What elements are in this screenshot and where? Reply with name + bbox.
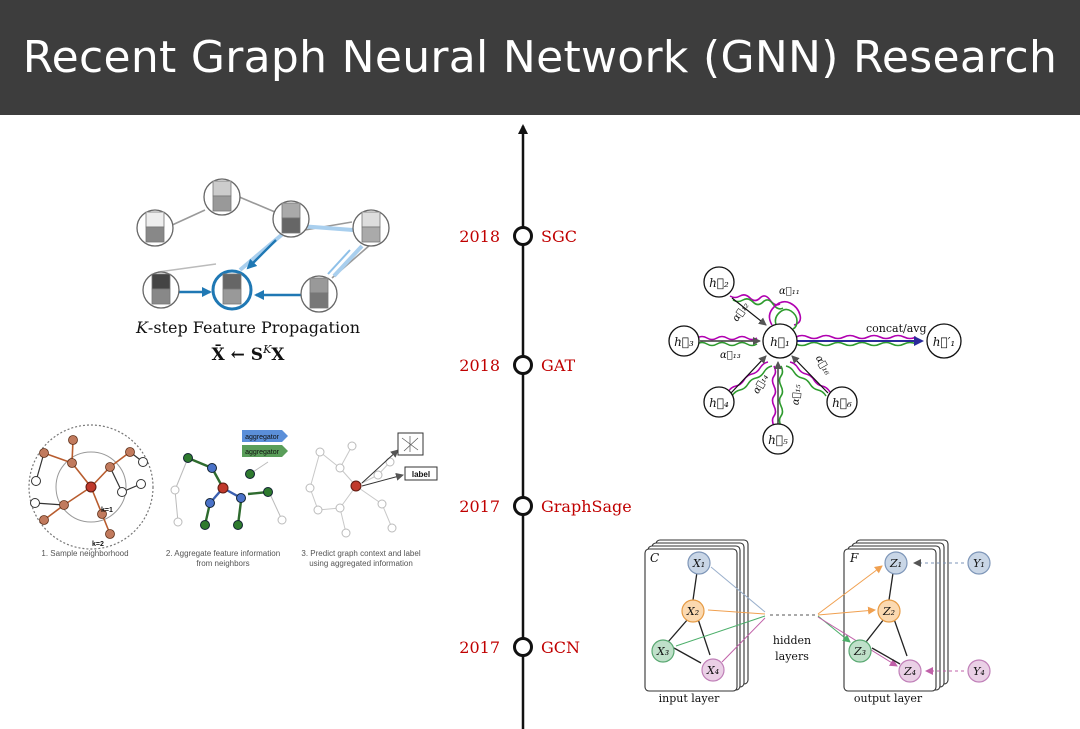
sgc-node	[203, 178, 241, 216]
step2-caption-2: from neighbors	[196, 559, 249, 568]
timeline-model: GraphSage	[541, 497, 632, 516]
timeline-year: 2017	[459, 638, 500, 657]
timeline-year: 2017	[459, 497, 500, 516]
graphsage-panel-predict: label 3. Predict graph context and label…	[301, 432, 438, 568]
gcn-hidden-label-1: hidden	[773, 634, 811, 647]
gat-alpha-15: α⃗₁₅	[791, 384, 804, 406]
gcn-output-layer-label: output layer	[854, 692, 923, 705]
gcn-input-layer-label: input layer	[659, 692, 720, 705]
sgc-node	[352, 209, 390, 247]
gat-node-output: h⃗′₁	[933, 335, 955, 349]
label-box: label	[404, 466, 438, 481]
gcn-diagram: C F	[644, 539, 991, 705]
timeline-item-gcn: 2017 GCN	[459, 637, 580, 657]
sgc-node	[300, 275, 338, 313]
aggregator-arrow-2: aggregator	[242, 445, 288, 457]
graphsage-panel-sample: k=1 k=2 1. Sample neighborhood	[28, 424, 154, 558]
gat-node-h2: h⃗₂	[709, 276, 729, 290]
k2-label: k=2	[92, 541, 104, 548]
gat-alpha-13: α⃗₁₃	[720, 350, 741, 361]
graphsage-panel-aggregate: aggregator aggregator 2. Aggregate featu…	[166, 430, 288, 568]
timeline-dot	[513, 226, 533, 246]
timeline-dot	[513, 637, 533, 657]
timeline-year: 2018	[459, 356, 500, 375]
sgc-caption: K-step Feature Propagation	[135, 318, 360, 337]
svg-text:aggregator: aggregator	[245, 434, 280, 441]
title-bar: Recent Graph Neural Network (GNN) Resear…	[0, 0, 1080, 115]
timeline-item-graphsage: 2017 GraphSage	[459, 496, 632, 516]
sgc-diagram: K-step Feature Propagation X̄ ← SKX	[135, 178, 390, 365]
gcn-node-x1: X₁	[692, 557, 705, 570]
timeline-model: GAT	[541, 356, 575, 375]
gcn-node-z3: Z₃	[853, 645, 866, 658]
sgc-node-center	[211, 269, 253, 311]
gcn-node-z2: Z₂	[882, 605, 895, 618]
gcn-node-x3: X₃	[656, 645, 669, 658]
gat-alpha-14: α⃗₁₄	[751, 372, 771, 395]
gat-node-h5: h⃗₅	[768, 433, 788, 447]
timeline-year: 2018	[459, 227, 500, 246]
sgc-formula: X̄ ← SKX	[212, 343, 286, 365]
timeline: 2018 SGC 2018 GAT 2017 GraphSage 2017 GC…	[459, 124, 632, 729]
timeline-item-sgc: 2018 SGC	[459, 226, 577, 246]
sgc-node	[142, 271, 180, 309]
gcn-node-z1: Z₁	[889, 557, 902, 570]
gcn-node-z4: Z₄	[903, 665, 916, 678]
gat-concat-label: concat/avg	[866, 322, 927, 335]
gcn-node-y1: Y₁	[973, 557, 985, 570]
gat-node-h4: h⃗₄	[709, 396, 729, 410]
timeline-item-gat: 2018 GAT	[459, 355, 575, 375]
gcn-c-label: C	[650, 551, 659, 565]
timeline-dot	[513, 355, 533, 375]
svg-text:label: label	[412, 470, 430, 479]
gat-node-h1: h⃗₁	[770, 335, 790, 349]
gat-node-h3: h⃗₃	[674, 335, 694, 349]
gcn-node-x4: X₄	[706, 664, 719, 677]
timeline-model: SGC	[541, 227, 577, 246]
step2-caption-1: 2. Aggregate feature information	[166, 549, 280, 558]
step3-caption-2: using aggregated information	[309, 559, 413, 568]
gat-node-h6: h⃗₆	[832, 396, 852, 410]
step3-caption-1: 3. Predict graph context and label	[301, 549, 420, 558]
gcn-f-label: F	[849, 551, 859, 565]
sgc-node	[272, 200, 310, 238]
slide-title: Recent Graph Neural Network (GNN) Resear…	[22, 32, 1058, 83]
svg-text:aggregator: aggregator	[245, 449, 280, 456]
gat-diagram: h⃗₂ h⃗₃ h⃗₄ h⃗₅ h⃗₆ h⃗₁ h⃗′₁ α⃗₁₁ α⃗₁₂ α…	[668, 266, 962, 455]
k1-label: k=1	[101, 507, 113, 514]
timeline-dot	[513, 496, 533, 516]
gcn-hidden-label-2: layers	[775, 650, 809, 663]
sgc-node	[136, 209, 174, 247]
graph-context-box	[397, 432, 424, 456]
timeline-model: GCN	[541, 638, 580, 657]
gat-alpha-16: α⃗₁₆	[813, 354, 833, 377]
gcn-node-y4: Y₄	[973, 665, 985, 678]
gcn-node-x2: X₂	[686, 605, 699, 618]
gat-alpha-12: α⃗₁₂	[731, 300, 752, 323]
graphsage-diagram: k=1 k=2 1. Sample neighborhood	[28, 424, 438, 568]
aggregator-arrow-1: aggregator	[242, 430, 288, 442]
gat-alpha-11: α⃗₁₁	[779, 286, 800, 297]
step1-caption: 1. Sample neighborhood	[41, 549, 128, 558]
